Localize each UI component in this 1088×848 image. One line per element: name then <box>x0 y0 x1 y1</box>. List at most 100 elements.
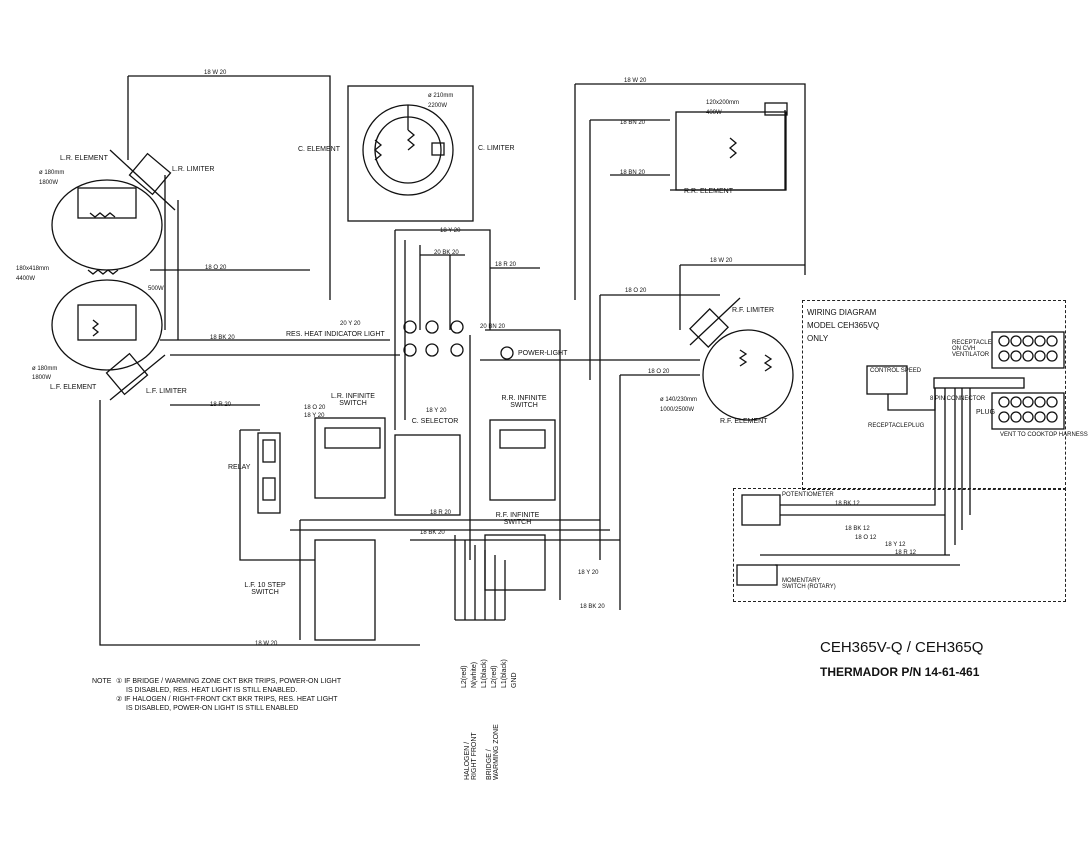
plug-small-label: PLUG <box>908 423 925 429</box>
receptacle-label: RECEPTACLE <box>868 423 908 429</box>
c-selector-box <box>394 434 461 516</box>
rr-element-spec-2: 400W <box>706 110 722 116</box>
wire-label: 18 BK 20 <box>420 530 445 536</box>
rf-element-spec-1: ø 140/230mm <box>660 397 698 403</box>
wire-label: 18 W 20 <box>710 258 733 264</box>
lr-limiter-label: L.R. LIMITER <box>172 166 215 173</box>
wire-label: 18 R 20 <box>495 262 517 268</box>
lf-switch-label: L.F. 10 STEP SWITCH <box>244 582 286 596</box>
harness-wire: L1(black) <box>501 659 508 688</box>
wire-label: 18 BN 20 <box>620 170 646 176</box>
c-element-spec-2: 2200W <box>428 103 448 109</box>
inset-header-line-2: MODEL CEH365VQ <box>807 321 880 330</box>
inset-wire-4: 18 Y 12 <box>885 542 906 548</box>
wire-label: 18 Y 20 <box>578 570 599 576</box>
wire-label: 18 BK 20 <box>210 335 235 341</box>
lf-limiter-label: L.F. LIMITER <box>146 388 187 395</box>
lr-switch-label: L.R. INFINITE SWITCH <box>331 393 375 407</box>
note-line-1: ① IF BRIDGE / WARMING ZONE CKT BKR TRIPS… <box>116 678 342 685</box>
rr-element-spec-1: 120x200mm <box>706 100 740 106</box>
momentary-switch-box <box>736 564 778 586</box>
inset-wire-1: 18 BK 12 <box>835 501 860 507</box>
lf-element-spec-1: ø 180mm <box>32 366 58 372</box>
c-element-box <box>347 85 474 222</box>
harness-wire: GND <box>511 672 518 688</box>
lr-element-spec-1: ø 180mm <box>39 170 65 176</box>
wire-label: 18 R 20 <box>210 402 232 408</box>
harness-group-bridge: BRIDGE / WARMING ZONE <box>486 724 500 780</box>
rr-switch-label: R.R. INFINITE SWITCH <box>501 395 547 409</box>
connector-label: 8 PIN CONNECTOR <box>930 396 986 402</box>
c-selector-label: C. SELECTOR <box>411 418 459 425</box>
rf-switch-label: R.F. INFINITE SWITCH <box>495 512 540 526</box>
rear-element-spec-1: 180x418mm <box>16 266 50 272</box>
wire-label: 18 O 20 <box>648 369 670 375</box>
rr-switch-box <box>489 419 556 501</box>
wire-label: 20 Y 20 <box>340 321 361 327</box>
inset-header-line-3: ONLY <box>807 334 829 343</box>
wire-label: 18 Y 20 <box>440 228 461 234</box>
plug-grid <box>991 392 1065 430</box>
note-line-3: ② IF HALOGEN / RIGHT-FRONT CKT BKR TRIPS… <box>116 696 338 703</box>
power-light-label: POWER-LIGHT <box>518 350 568 357</box>
wire-label: 18 W 20 <box>624 78 647 84</box>
receptacle-ventilator-label: RECEPTACLE ON CVH VENTILATOR <box>952 340 992 358</box>
lr-element-spec-2: 1800W <box>39 180 59 186</box>
wire-label: 18 O 20 <box>304 405 326 411</box>
potentiometer-box <box>741 494 781 526</box>
rf-element <box>702 329 794 421</box>
c-element-spec-1: ø 210mm <box>428 93 454 99</box>
res-heat-light-label: RES. HEAT INDICATOR LIGHT <box>286 331 385 338</box>
note-label: NOTE <box>92 678 112 685</box>
control-speed-label: CONTROL SPEED <box>870 368 922 374</box>
note-line-4: IS DISABLED, POWER-ON LIGHT IS STILL ENA… <box>126 705 299 712</box>
lf-element-label: L.F. ELEMENT <box>50 384 97 391</box>
rr-element-box <box>675 111 787 191</box>
inset-wire-5: 18 R 12 <box>895 550 917 556</box>
control-speed-box <box>866 365 908 395</box>
harness-wire: L1(black) <box>481 659 488 688</box>
lr-element-label: L.R. ELEMENT <box>60 155 108 162</box>
wire-label: 18 BN 20 <box>620 120 646 126</box>
c-limiter-label: C. LIMITER <box>478 145 515 152</box>
lf-element <box>51 279 163 371</box>
relay-box <box>257 432 281 514</box>
lf-switch-box <box>314 539 376 641</box>
receptacle-grid <box>991 331 1065 369</box>
note-line-2: IS DISABLED, RES. HEAT LIGHT IS STILL EN… <box>126 687 298 694</box>
harness-wire: L2(red) <box>461 665 468 688</box>
momentary-switch-label: MOMENTARY SWITCH (ROTARY) <box>782 578 836 590</box>
harness-wire: L2(red) <box>491 665 498 688</box>
wire-label: 18 Y 20 <box>426 408 447 414</box>
inset-header-line-1: WIRING DIAGRAM <box>807 308 877 317</box>
relay-label: RELAY <box>228 464 251 471</box>
wire-label: 18 BK 20 <box>580 604 605 610</box>
harness-wire: N(white) <box>471 661 478 688</box>
wire-label: 18 Y 20 <box>304 413 325 419</box>
potentiometer-label: POTENTIOMETER <box>782 492 834 498</box>
vent-to-cooktop-label: VENT TO COOKTOP HARNESS <box>1000 432 1088 438</box>
lf-element-spec-2: 1800W <box>32 375 52 381</box>
rf-limiter-label: R.F. LIMITER <box>732 307 775 314</box>
wire-label: 20 BN 20 <box>480 324 506 330</box>
inset-top-border <box>802 300 1066 490</box>
lr-element <box>51 179 163 271</box>
rf-switch-box <box>484 534 546 591</box>
harness-group-halogen: HALOGEN / RIGHT FRONT <box>464 732 478 780</box>
power-light-icon <box>500 346 514 360</box>
part-number: THERMADOR P/N 14-61-461 <box>820 665 980 679</box>
rr-element-label: R.R. ELEMENT <box>684 188 734 195</box>
lr-switch-box <box>314 417 386 499</box>
wire-label: 18 O 20 <box>205 265 227 271</box>
inset-bottom-border <box>733 488 1066 602</box>
diagram-title: CEH365V-Q / CEH365Q <box>820 639 984 656</box>
inset-wire-3: 18 O 12 <box>855 535 877 541</box>
element-500w: 500W <box>148 286 164 292</box>
rear-element-spec-2: 4400W <box>16 276 36 282</box>
wire-label: 20 BK 20 <box>434 250 459 256</box>
wire-label: 18 R 20 <box>430 510 452 516</box>
rf-element-label: R.F. ELEMENT <box>720 418 768 425</box>
wire-label: 18 O 20 <box>625 288 647 294</box>
